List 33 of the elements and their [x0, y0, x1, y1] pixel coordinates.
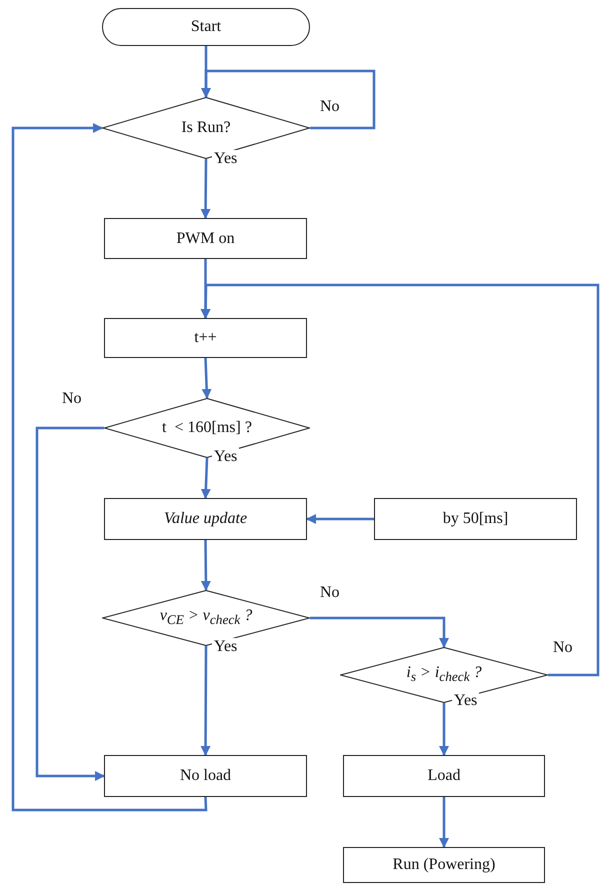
process-box — [104, 318, 307, 358]
arrow — [439, 797, 449, 848]
arrow — [200, 159, 211, 219]
process-box — [343, 755, 545, 797]
arrow — [200, 646, 211, 756]
node-label: Value update — [164, 510, 248, 528]
node-label: t < 160[ms] ? — [162, 419, 252, 437]
arrow — [439, 703, 449, 756]
arrow — [310, 616, 449, 648]
node-label: Load — [428, 767, 460, 785]
arrow — [36, 426, 105, 781]
arrow — [200, 540, 211, 591]
arrow — [12, 123, 208, 812]
node-label: Run (Powering) — [392, 856, 496, 874]
process-box — [104, 218, 307, 259]
node-label: v$_{CE}$ > v$_{check}$ ? — [160, 607, 252, 629]
process-box — [343, 847, 545, 883]
start-terminal — [102, 8, 310, 46]
process-box — [374, 498, 577, 540]
node-label: Start — [190, 18, 222, 36]
process-box — [104, 755, 307, 797]
node-label: PWM on — [176, 230, 235, 248]
node-label: i$_{s}$ > i$_{check}$ ? — [406, 664, 482, 686]
arrow — [306, 514, 374, 524]
node-label: t++ — [194, 329, 217, 347]
node-label: by 50[ms] — [442, 510, 508, 528]
process-box — [104, 498, 307, 540]
arrow — [202, 358, 212, 399]
node-label: Is Run? — [181, 119, 231, 137]
arrow — [200, 284, 600, 676]
node-label: No load — [180, 767, 232, 785]
arrow — [201, 70, 376, 130]
arrow — [200, 458, 211, 499]
